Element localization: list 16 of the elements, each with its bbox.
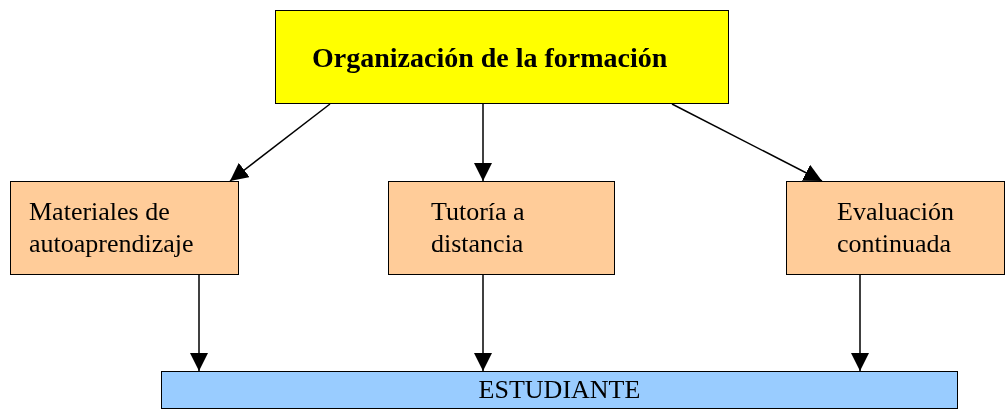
node-label: ESTUDIANTE bbox=[478, 373, 641, 406]
process-box bbox=[388, 181, 615, 275]
arrow bbox=[474, 274, 492, 372]
arrow bbox=[229, 103, 331, 182]
node-label: Tutoría a distancia bbox=[431, 195, 526, 260]
arrow bbox=[851, 274, 869, 372]
arrow bbox=[671, 103, 823, 182]
node-label: Organización de la formación bbox=[312, 40, 668, 75]
arrow bbox=[190, 274, 208, 372]
process-box bbox=[786, 181, 1005, 275]
arrow bbox=[474, 103, 492, 182]
node-label: Materiales de autoaprendizaje bbox=[29, 195, 195, 260]
node-label: Evaluación continuada bbox=[837, 195, 955, 260]
title-box bbox=[275, 10, 729, 104]
student-bar bbox=[161, 371, 958, 409]
process-box bbox=[10, 181, 239, 275]
